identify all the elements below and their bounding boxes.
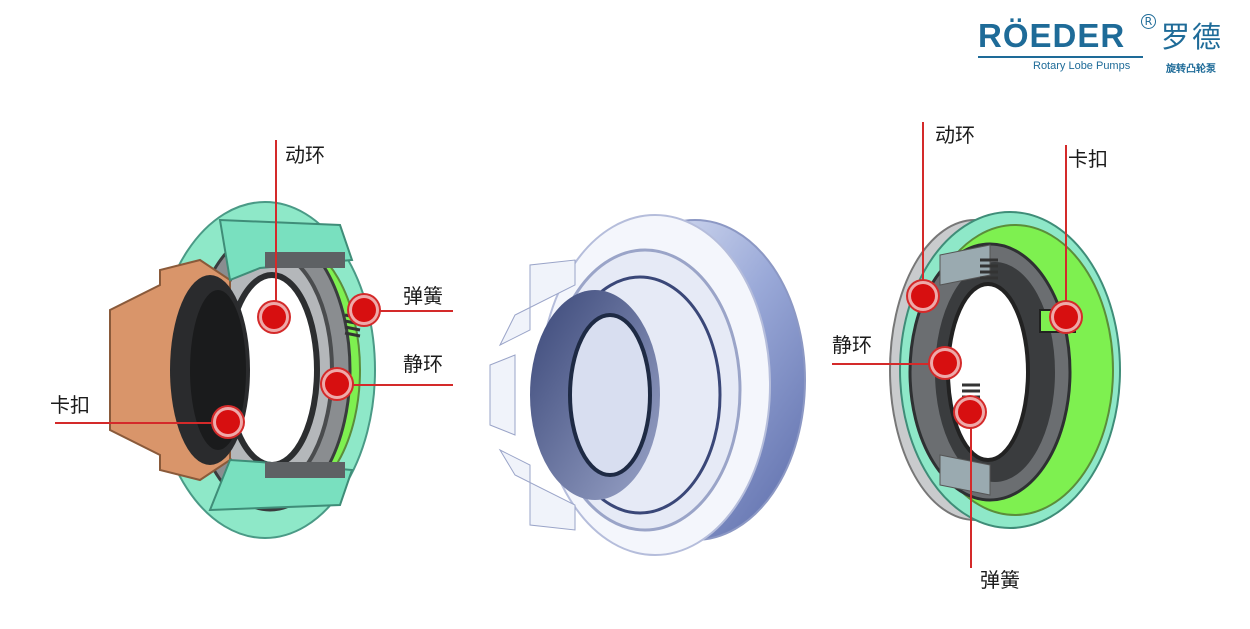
- callout-line-rotating-ring: [275, 140, 277, 315]
- callout-line-rotating-ring-right: [922, 122, 924, 287]
- callout-line-clip: [55, 422, 215, 424]
- logo-chinese-tagline: 旋转凸轮泵: [1166, 64, 1216, 75]
- brand-logo: RÖEDER R 罗德 Rotary Lobe Pumps 旋转凸轮泵: [978, 12, 1238, 75]
- label-stationary-ring: 静环: [403, 352, 443, 376]
- callout-line-stationary-ring: [352, 384, 453, 386]
- label-spring: 弹簧: [403, 284, 443, 308]
- logo-underline: [978, 56, 1143, 58]
- label-clip-right: 卡扣: [1068, 147, 1108, 171]
- callout-dot-spring: [352, 298, 376, 322]
- callout-line-spring: [380, 310, 453, 312]
- callout-line-spring-right: [970, 428, 972, 568]
- callout-dot-stationary-ring: [325, 372, 349, 396]
- callout-dot-stationary-ring-right: [933, 351, 957, 375]
- callout-dot-spring-right: [958, 400, 982, 424]
- label-spring-right: 弹簧: [980, 568, 1020, 592]
- logo-chinese-name: 罗德: [1161, 20, 1224, 54]
- callout-dot-clip: [216, 410, 240, 434]
- label-clip: 卡扣: [50, 393, 90, 417]
- logo-tagline: Rotary Lobe Pumps: [1033, 60, 1131, 72]
- label-stationary-ring-right: 静环: [832, 333, 872, 357]
- callout-dot-rotating-ring: [262, 305, 286, 329]
- registered-mark-icon: R: [1141, 14, 1156, 29]
- callout-dot-clip-right: [1054, 305, 1078, 329]
- callout-dot-rotating-ring-right: [911, 284, 935, 308]
- center-seal-illustration: [489, 214, 806, 556]
- right-seal-illustration: [889, 211, 1121, 529]
- callout-line-stationary-ring-right: [832, 363, 932, 365]
- label-rotating-ring-right: 动环: [935, 123, 975, 147]
- logo-wordmark: RÖEDER: [978, 17, 1126, 54]
- label-rotating-ring: 动环: [285, 143, 325, 167]
- left-seal-illustration: [109, 201, 376, 539]
- callout-line-clip-right: [1065, 145, 1067, 305]
